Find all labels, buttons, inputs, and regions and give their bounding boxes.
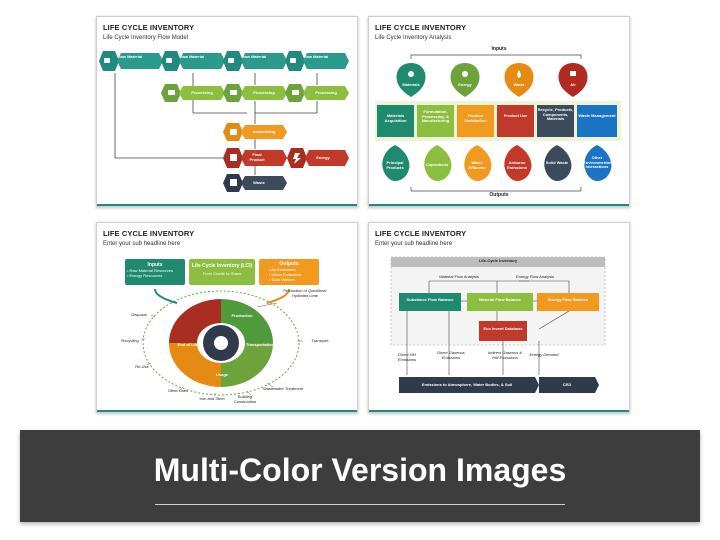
- balance-box: Material Flow Balance: [479, 297, 521, 302]
- balance-box: Energy Flow Balance: [547, 297, 589, 302]
- slide-title: LIFE CYCLE INVENTORY: [375, 229, 467, 238]
- lci-sub: From Cradle to Grave: [202, 271, 242, 276]
- raw-material-label: Raw Material: [241, 54, 267, 59]
- around-label: Wastewater Treatment: [262, 386, 304, 391]
- stage-label: Product Distribution: [464, 113, 487, 123]
- segment-label: Usage: [215, 372, 228, 377]
- slide-lci-cycle[interactable]: LIFE CYCLE INVENTORY Enter your sub head…: [96, 222, 358, 413]
- segment-label: End of Life: [177, 342, 199, 347]
- segment-label: Production: [231, 313, 253, 318]
- around-label: Production of Quicklime/ Hydrated Lime: [283, 288, 327, 298]
- slide-subtitle: Life Cycle Inventory Analysis: [375, 35, 452, 41]
- inputs-item: • Energy Resources: [127, 273, 163, 278]
- outputs-item: • Solid Wastes: [269, 277, 295, 282]
- around-label: Recycling: [121, 338, 139, 343]
- input-label: Water: [513, 82, 525, 87]
- around-label: Disposal: [131, 312, 147, 317]
- slide-subtitle: Enter your sub headline here: [375, 241, 453, 247]
- flow-label: Indirect Gaseous & HM Emissions: [487, 350, 523, 360]
- outputs-title: Outputs: [279, 261, 299, 267]
- slide-subtitle: Life Cycle Inventory Flow Model: [103, 35, 189, 41]
- stage-label: Waste Management: [578, 113, 616, 118]
- flow-balance-diagram: [390, 256, 606, 393]
- output-label: Airborne Emissions: [506, 160, 527, 170]
- processing-label: Processing: [191, 90, 213, 95]
- assembling-label: Assembling: [252, 129, 276, 134]
- raw-material-label: Raw Material: [117, 54, 143, 59]
- slide-subtitle: Enter your sub headline here: [103, 241, 181, 247]
- balance-box: Substance Flow Balance: [406, 297, 454, 302]
- segment-label: Transportation: [245, 342, 274, 347]
- output-label: Coproducts: [425, 162, 449, 167]
- input-label: Energy: [458, 82, 472, 87]
- around-label: Building Construction: [233, 394, 257, 404]
- inputs-label: Inputs: [491, 46, 507, 52]
- slide-title: LIFE CYCLE INVENTORY: [375, 23, 467, 32]
- output-label: Principal Products: [386, 160, 404, 170]
- around-label: Transport: [311, 338, 329, 343]
- emissions-box: Emissions to Atmosphere, Water Bodies, &…: [421, 382, 513, 387]
- mfa-label: Material Flow Analysis: [439, 274, 479, 279]
- flow-model-diagram: [99, 51, 349, 192]
- around-label: Re-Use: [135, 364, 149, 369]
- stage-label: Formulation, Processing, & Manufacturing: [421, 109, 450, 124]
- outputs-item: • Air Emissions: [269, 267, 296, 272]
- inputs-title: Inputs: [147, 262, 163, 268]
- raw-material-label: Raw Material: [303, 54, 329, 59]
- output-label: Other Environmental Interactions: [583, 155, 611, 170]
- waste-label: Waste: [253, 180, 265, 185]
- energy-label: Energy: [316, 155, 330, 160]
- slide-flow-model[interactable]: LIFE CYCLE INVENTORY Life Cycle Inventor…: [96, 16, 358, 207]
- outputs-item: • Water Emissions: [269, 272, 302, 277]
- slide-title: LIFE CYCLE INVENTORY: [103, 229, 195, 238]
- slide-lci-flow-balance[interactable]: LIFE CYCLE INVENTORY Enter your sub head…: [368, 222, 630, 413]
- inventory-analysis-diagram: [375, 54, 621, 192]
- flow-label: Direct HM Emissions: [397, 352, 417, 362]
- frame-title: Life-Cycle Inventory: [478, 258, 518, 263]
- output-label: Water Effluents: [468, 160, 486, 170]
- stage-label: Recycle, Products, Components, Materials: [537, 107, 574, 122]
- banner-title: Multi-Color Version Images: [153, 452, 567, 488]
- slide-title: LIFE CYCLE INVENTORY: [103, 23, 195, 32]
- flow-label: Energy Demand: [529, 352, 559, 357]
- input-label: Air: [570, 82, 576, 87]
- stage-label: Materials Acquisition: [384, 113, 407, 123]
- stage-label: Product Use: [503, 113, 528, 118]
- efa-label: Energy Flow Analysis: [515, 274, 554, 279]
- slide-inventory-analysis[interactable]: LIFE CYCLE INVENTORY Life Cycle Inventor…: [368, 16, 630, 207]
- around-label: Iron and Steel: [199, 396, 225, 401]
- outputs-label: Outputs: [489, 192, 509, 198]
- eco-invent-box: Eco Invent Database: [483, 326, 523, 331]
- final-product-label: Final Product: [249, 152, 265, 162]
- lci-cycle-diagram: [125, 259, 319, 396]
- processing-row: [161, 84, 349, 102]
- input-label: Materials: [402, 82, 420, 87]
- processing-label: Processing: [315, 90, 337, 95]
- output-label: Solid Waste: [545, 160, 569, 165]
- inputs-item: • Raw Material Resources: [127, 268, 174, 273]
- raw-material-row: [99, 51, 349, 71]
- banner-divider: [155, 504, 565, 505]
- flow-label: Direct Gaseous Emissions: [437, 350, 465, 360]
- around-label: Other Uses: [167, 388, 189, 393]
- ced-box: CED: [562, 382, 572, 387]
- raw-material-label: Raw Material: [179, 54, 205, 59]
- banner: Multi-Color Version Images: [20, 430, 700, 522]
- lci-title: Life Cycle Inventory (LCI): [191, 263, 253, 269]
- processing-label: Processing: [253, 90, 275, 95]
